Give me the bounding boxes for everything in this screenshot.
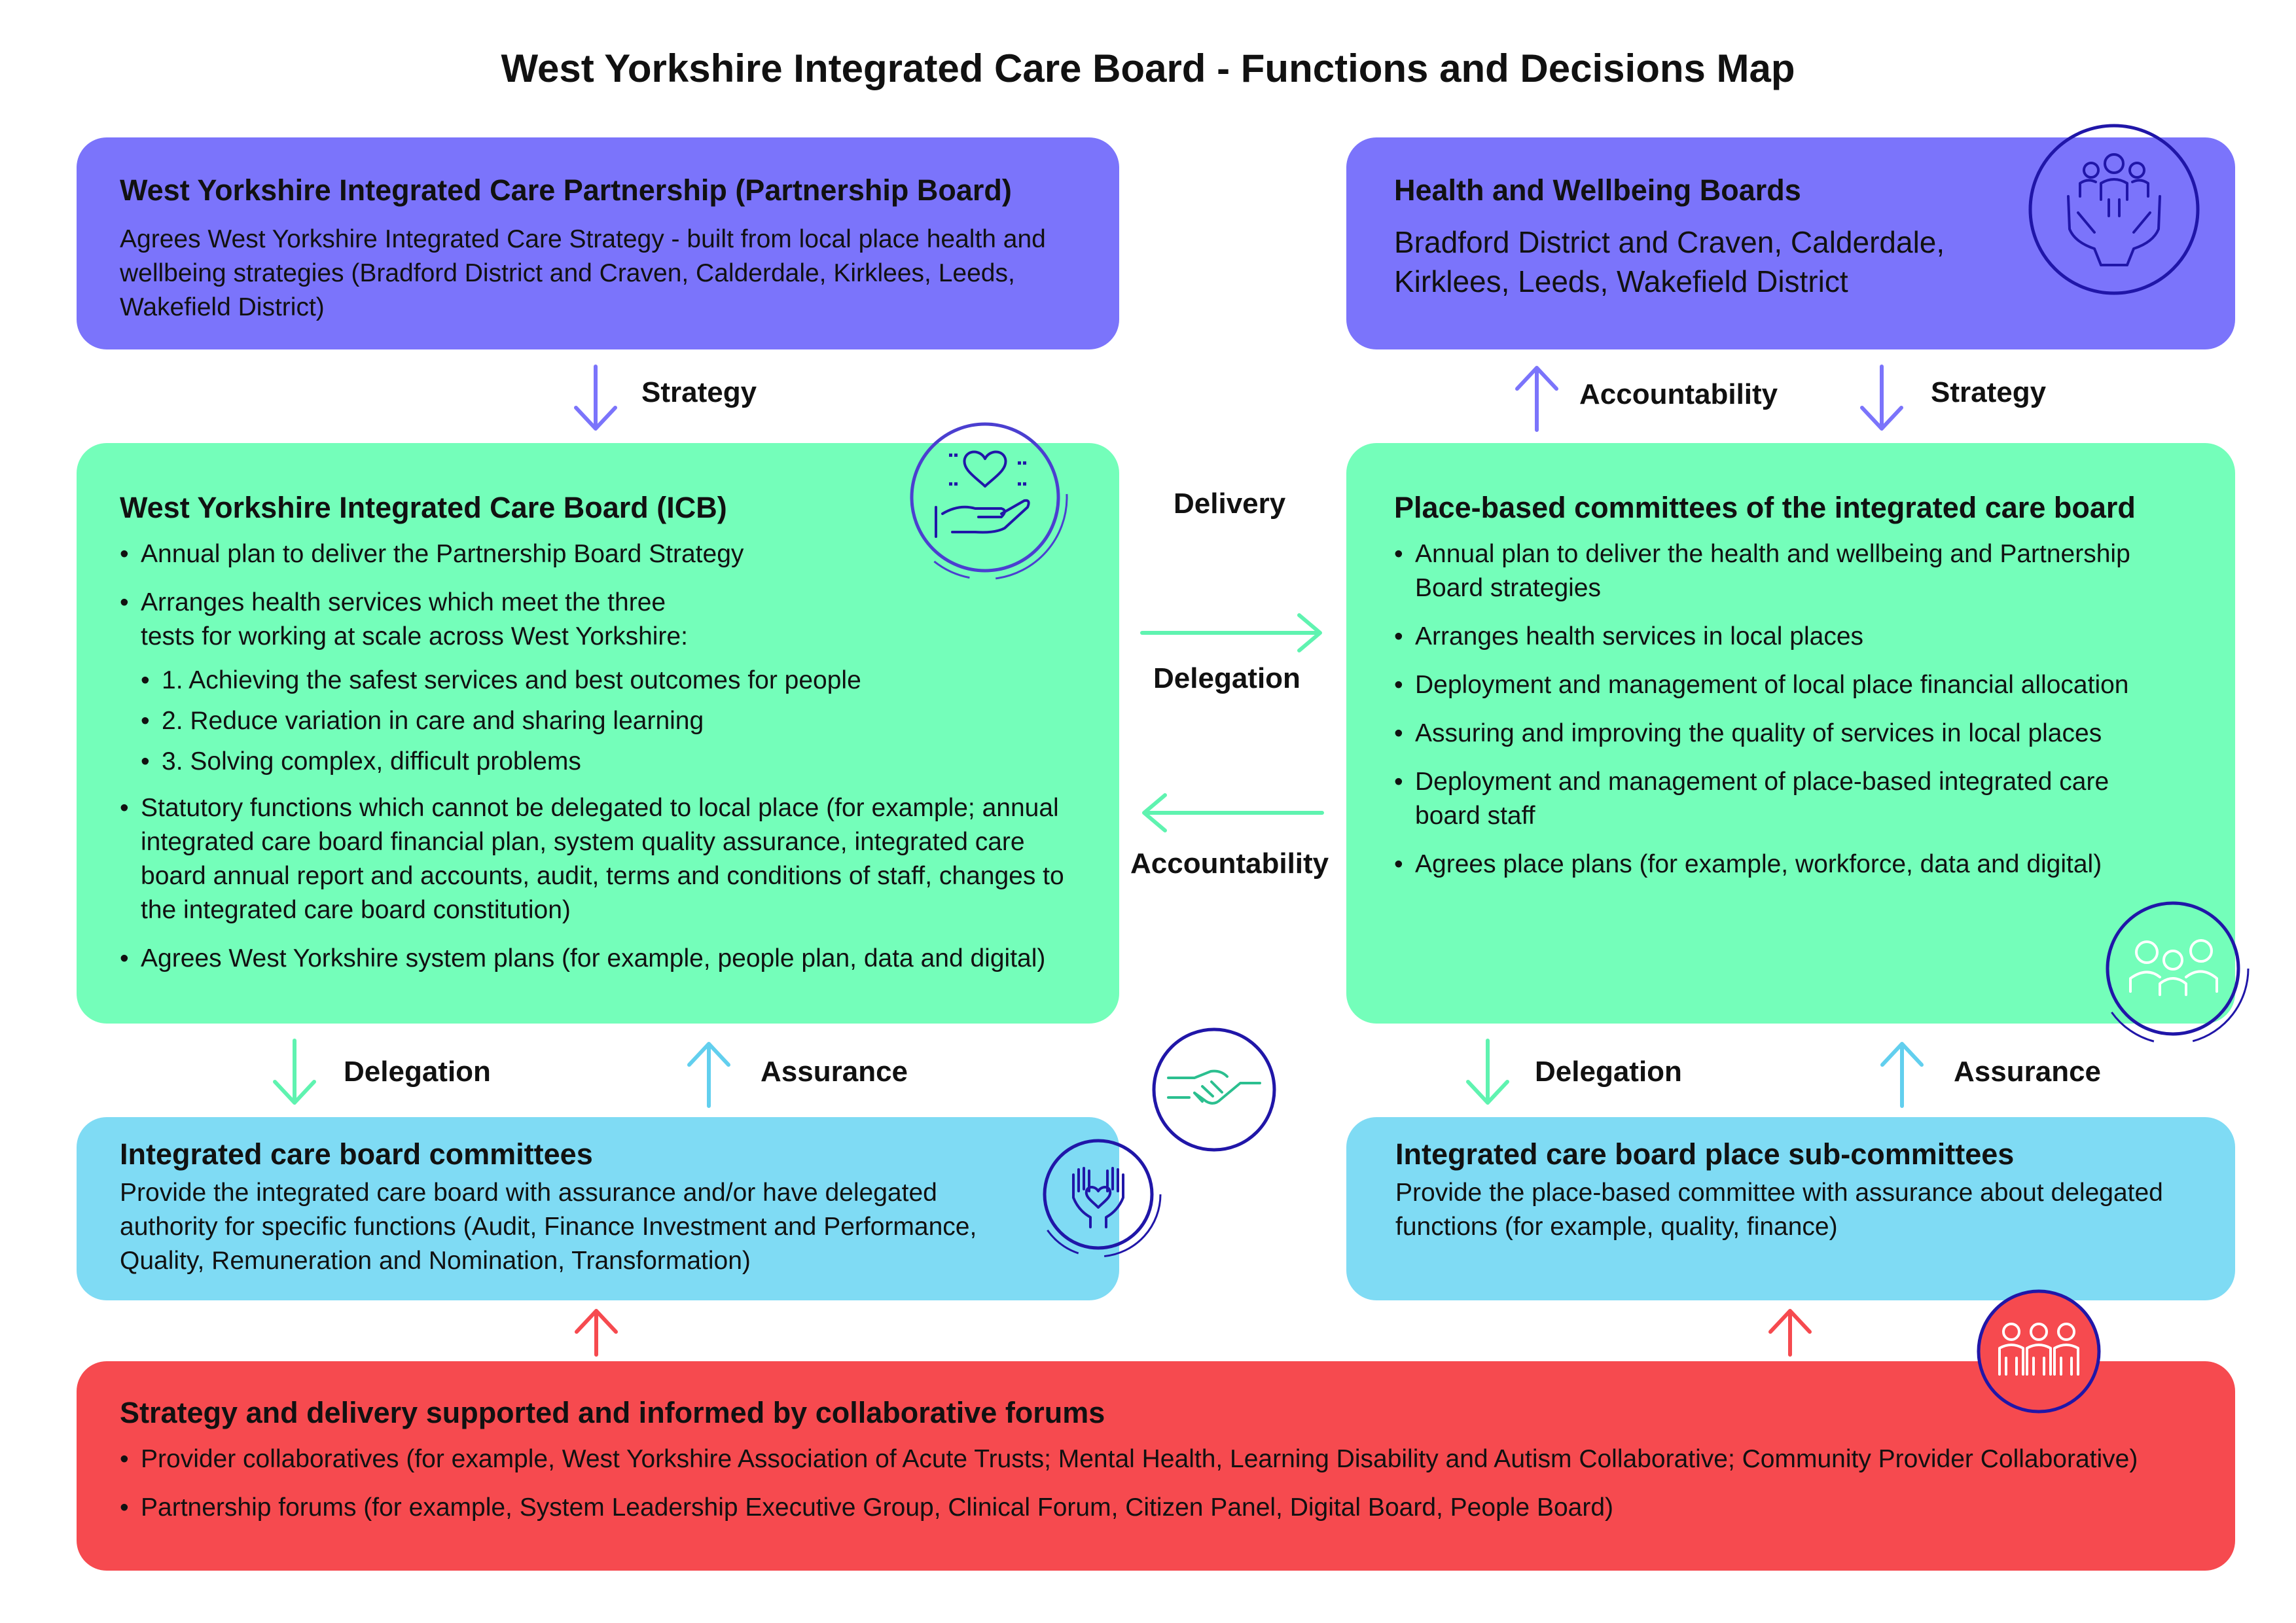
subcommittees-heading: Integrated care board place sub-committe…	[1395, 1137, 2015, 1171]
strategy-down-arrow-right	[1860, 365, 1903, 431]
strategy-label-left: Strategy	[641, 376, 757, 408]
committees-heading: Integrated care board committees	[120, 1137, 593, 1171]
place-bullet: Deployment and management of local place…	[1394, 668, 2147, 702]
accountability-up-arrow-top	[1515, 366, 1558, 432]
accountability-label-mid: Accountability	[1130, 847, 1329, 880]
partnership-text: Agrees West Yorkshire Integrated Care St…	[120, 225, 1046, 321]
forums-bullet: Provider collaboratives (for example, We…	[120, 1442, 2192, 1476]
delegation-down-arrow-right	[1466, 1039, 1509, 1105]
family-group-icon	[2096, 892, 2250, 1045]
forums-up-arrow-right	[1768, 1309, 1812, 1357]
heart-in-hand-icon	[902, 414, 1068, 580]
strategy-label-right: Strategy	[1931, 376, 2047, 408]
place-bullet: Assuring and improving the quality of se…	[1394, 717, 2147, 751]
handshake-icon	[1152, 1027, 1276, 1152]
icb-bullet-line: Arranges health services which meet the …	[141, 588, 666, 616]
caring-hands-icon	[1035, 1131, 1162, 1258]
partnership-board-box: West Yorkshire Integrated Care Partnersh…	[77, 137, 1119, 349]
delegation-right-arrow	[1140, 613, 1322, 652]
collaborative-forums-box: Strategy and delivery supported and info…	[77, 1361, 2235, 1571]
accountability-label-top: Accountability	[1579, 378, 1778, 410]
place-bullet-list: Annual plan to deliver the health and we…	[1394, 537, 2147, 882]
strategy-down-arrow-left	[574, 365, 617, 431]
place-bullet: Arranges health services in local places	[1394, 620, 2147, 654]
hwb-text: Bradford District and Craven, Calderdale…	[1394, 225, 1945, 298]
icb-heading: West Yorkshire Integrated Care Board (IC…	[120, 491, 727, 524]
place-bullet: Agrees place plans (for example, workfor…	[1394, 847, 2147, 882]
forums-bullet-list: Provider collaboratives (for example, We…	[120, 1442, 2192, 1525]
subcommittees-text: Provide the place-based committee with a…	[1395, 1179, 2163, 1241]
place-bullet: Deployment and management of place-based…	[1394, 765, 2147, 833]
place-bullet: Annual plan to deliver the health and we…	[1394, 537, 2147, 605]
icb-test-item: 1. Achieving the safest services and bes…	[141, 660, 1076, 701]
people-group-icon	[1977, 1289, 2101, 1414]
icb-bullet: Annual plan to deliver the Partnership B…	[120, 537, 1076, 571]
icb-bullet-line: tests for working at scale across West Y…	[141, 622, 688, 651]
delegation-label-mid: Delegation	[1153, 662, 1300, 694]
delegation-label-right: Delegation	[1535, 1056, 1682, 1088]
place-subcommittees-box: Integrated care board place sub-committe…	[1346, 1117, 2235, 1300]
icb-bullet: Agrees West Yorkshire system plans (for …	[120, 942, 1076, 976]
assurance-up-arrow-left	[687, 1042, 730, 1108]
icb-bullet: Statutory functions which cannot be dele…	[120, 791, 1076, 927]
page-title: West Yorkshire Integrated Care Board - F…	[501, 46, 1795, 90]
accountability-left-arrow	[1142, 793, 1324, 832]
committees-text: Provide the integrated care board with a…	[120, 1179, 977, 1275]
place-committees-box: Place-based committees of the integrated…	[1346, 443, 2235, 1024]
health-wellbeing-boards-box: Health and Wellbeing Boards Bradford Dis…	[1346, 137, 2235, 349]
forums-bullet: Partnership forums (for example, System …	[120, 1491, 2192, 1525]
delegation-down-arrow-left	[273, 1039, 316, 1105]
icb-bullet: Arranges health services which meet the …	[120, 586, 1076, 782]
partnership-heading: West Yorkshire Integrated Care Partnersh…	[120, 173, 1012, 207]
forums-heading: Strategy and delivery supported and info…	[120, 1396, 1105, 1429]
icb-tests-list: 1. Achieving the safest services and bes…	[141, 660, 1076, 782]
assurance-up-arrow-right	[1880, 1042, 1924, 1108]
delegation-label-left: Delegation	[344, 1056, 491, 1088]
hands-holding-people-icon	[2028, 124, 2200, 295]
icb-box: West Yorkshire Integrated Care Board (IC…	[77, 443, 1119, 1024]
icb-test-item: 3. Solving complex, difficult problems	[141, 741, 1076, 782]
place-heading: Place-based committees of the integrated…	[1394, 491, 2136, 524]
icb-committees-box: Integrated care board committees Provide…	[77, 1117, 1119, 1300]
delivery-label: Delivery	[1174, 488, 1286, 520]
forums-up-arrow-left	[575, 1309, 618, 1357]
assurance-label-right: Assurance	[1954, 1056, 2102, 1088]
icb-test-item: 2. Reduce variation in care and sharing …	[141, 701, 1076, 741]
hwb-heading: Health and Wellbeing Boards	[1394, 173, 1801, 207]
icb-bullet-list: Annual plan to deliver the Partnership B…	[120, 537, 1076, 976]
assurance-label-left: Assurance	[761, 1056, 908, 1088]
